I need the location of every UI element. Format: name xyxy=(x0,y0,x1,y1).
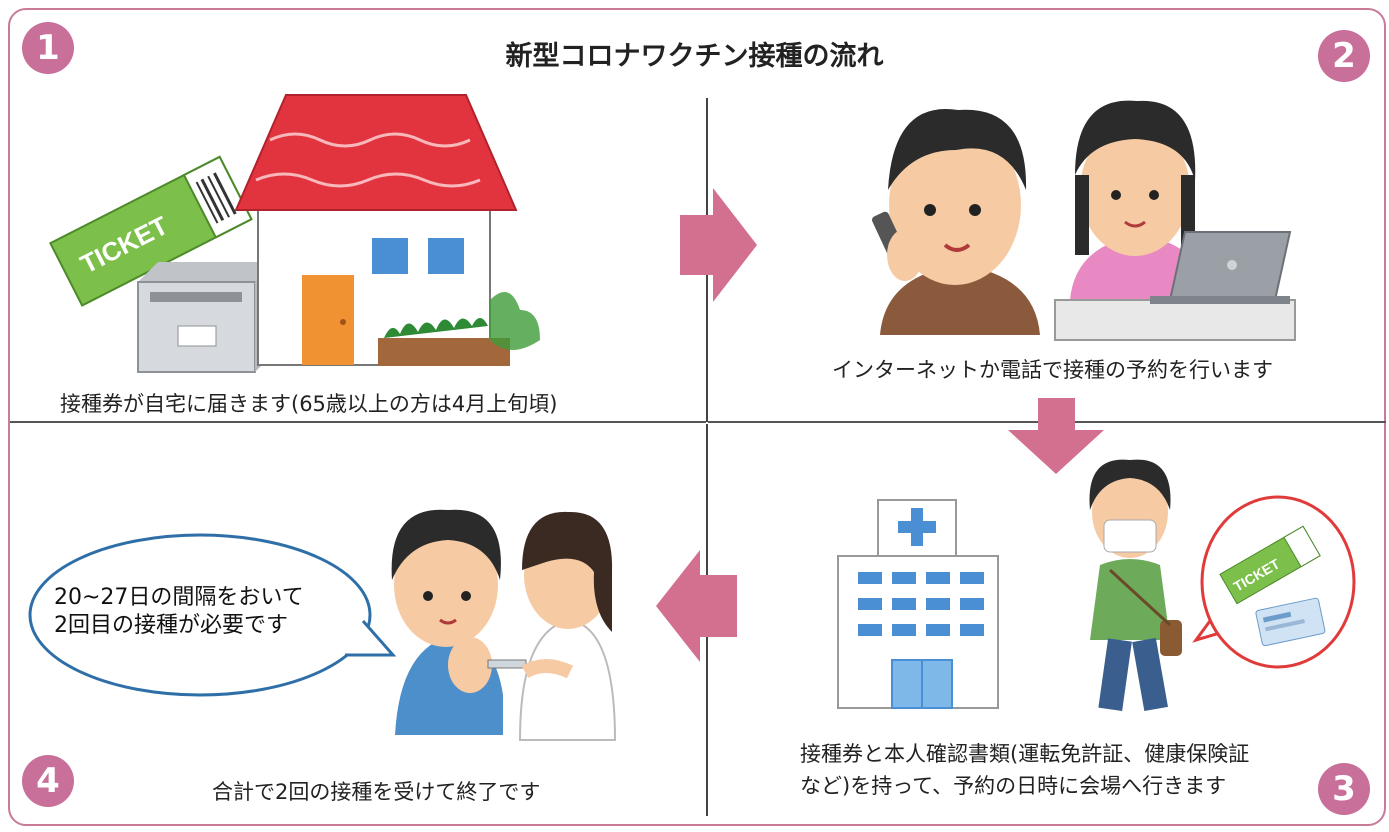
step-1-badge: 1 xyxy=(22,22,74,74)
vaccination-icon xyxy=(391,509,617,741)
arrow-right-icon xyxy=(680,188,757,302)
id-card-icon: TICKET xyxy=(1192,495,1356,669)
mailbox-icon xyxy=(137,262,275,373)
masked-person-icon xyxy=(1089,459,1182,712)
step-4-badge: 4 xyxy=(22,755,74,807)
arrow-down-icon xyxy=(1008,398,1104,474)
step-3-caption-line-2: など)を持って、予約の日時に会場へ行きます xyxy=(800,774,1227,798)
arrow-left-icon xyxy=(656,550,737,662)
step-3-caption-line-1: 接種券と本人確認書類(運転免許証、健康保険証 xyxy=(800,742,1250,766)
bubble-line-2: 2回目の接種が必要です xyxy=(54,613,288,638)
ticket-icon: TICKET xyxy=(49,155,253,307)
phone-person-icon xyxy=(872,109,1040,335)
step-1-caption: 接種券が自宅に届きます(65歳以上の方は4月上旬頃) xyxy=(60,392,558,416)
laptop-person-icon xyxy=(1054,100,1296,341)
step-2-badge: 2 xyxy=(1318,30,1370,82)
step-4-caption: 合計で2回の接種を受けて終了です xyxy=(212,780,541,804)
house-icon xyxy=(234,94,540,366)
step-3-badge: 3 xyxy=(1318,763,1370,815)
divider-left xyxy=(10,421,706,423)
diagram-frame xyxy=(8,8,1386,826)
bubble-line-1: 20~27日の間隔をおいて xyxy=(54,585,304,610)
step-2-caption: インターネットか電話で接種の予約を行います xyxy=(832,358,1273,382)
page-title: 新型コロナワクチン接種の流れ xyxy=(505,41,884,72)
hospital-icon xyxy=(837,499,999,709)
step-3-caption: 接種券と本人確認書類(運転免許証、健康保険証 など)を持って、予約の日時に会場へ… xyxy=(800,738,1249,802)
speech-bubble xyxy=(28,533,397,697)
bubble-text: 20~27日の間隔をおいて 2回目の接種が必要です xyxy=(54,584,304,640)
